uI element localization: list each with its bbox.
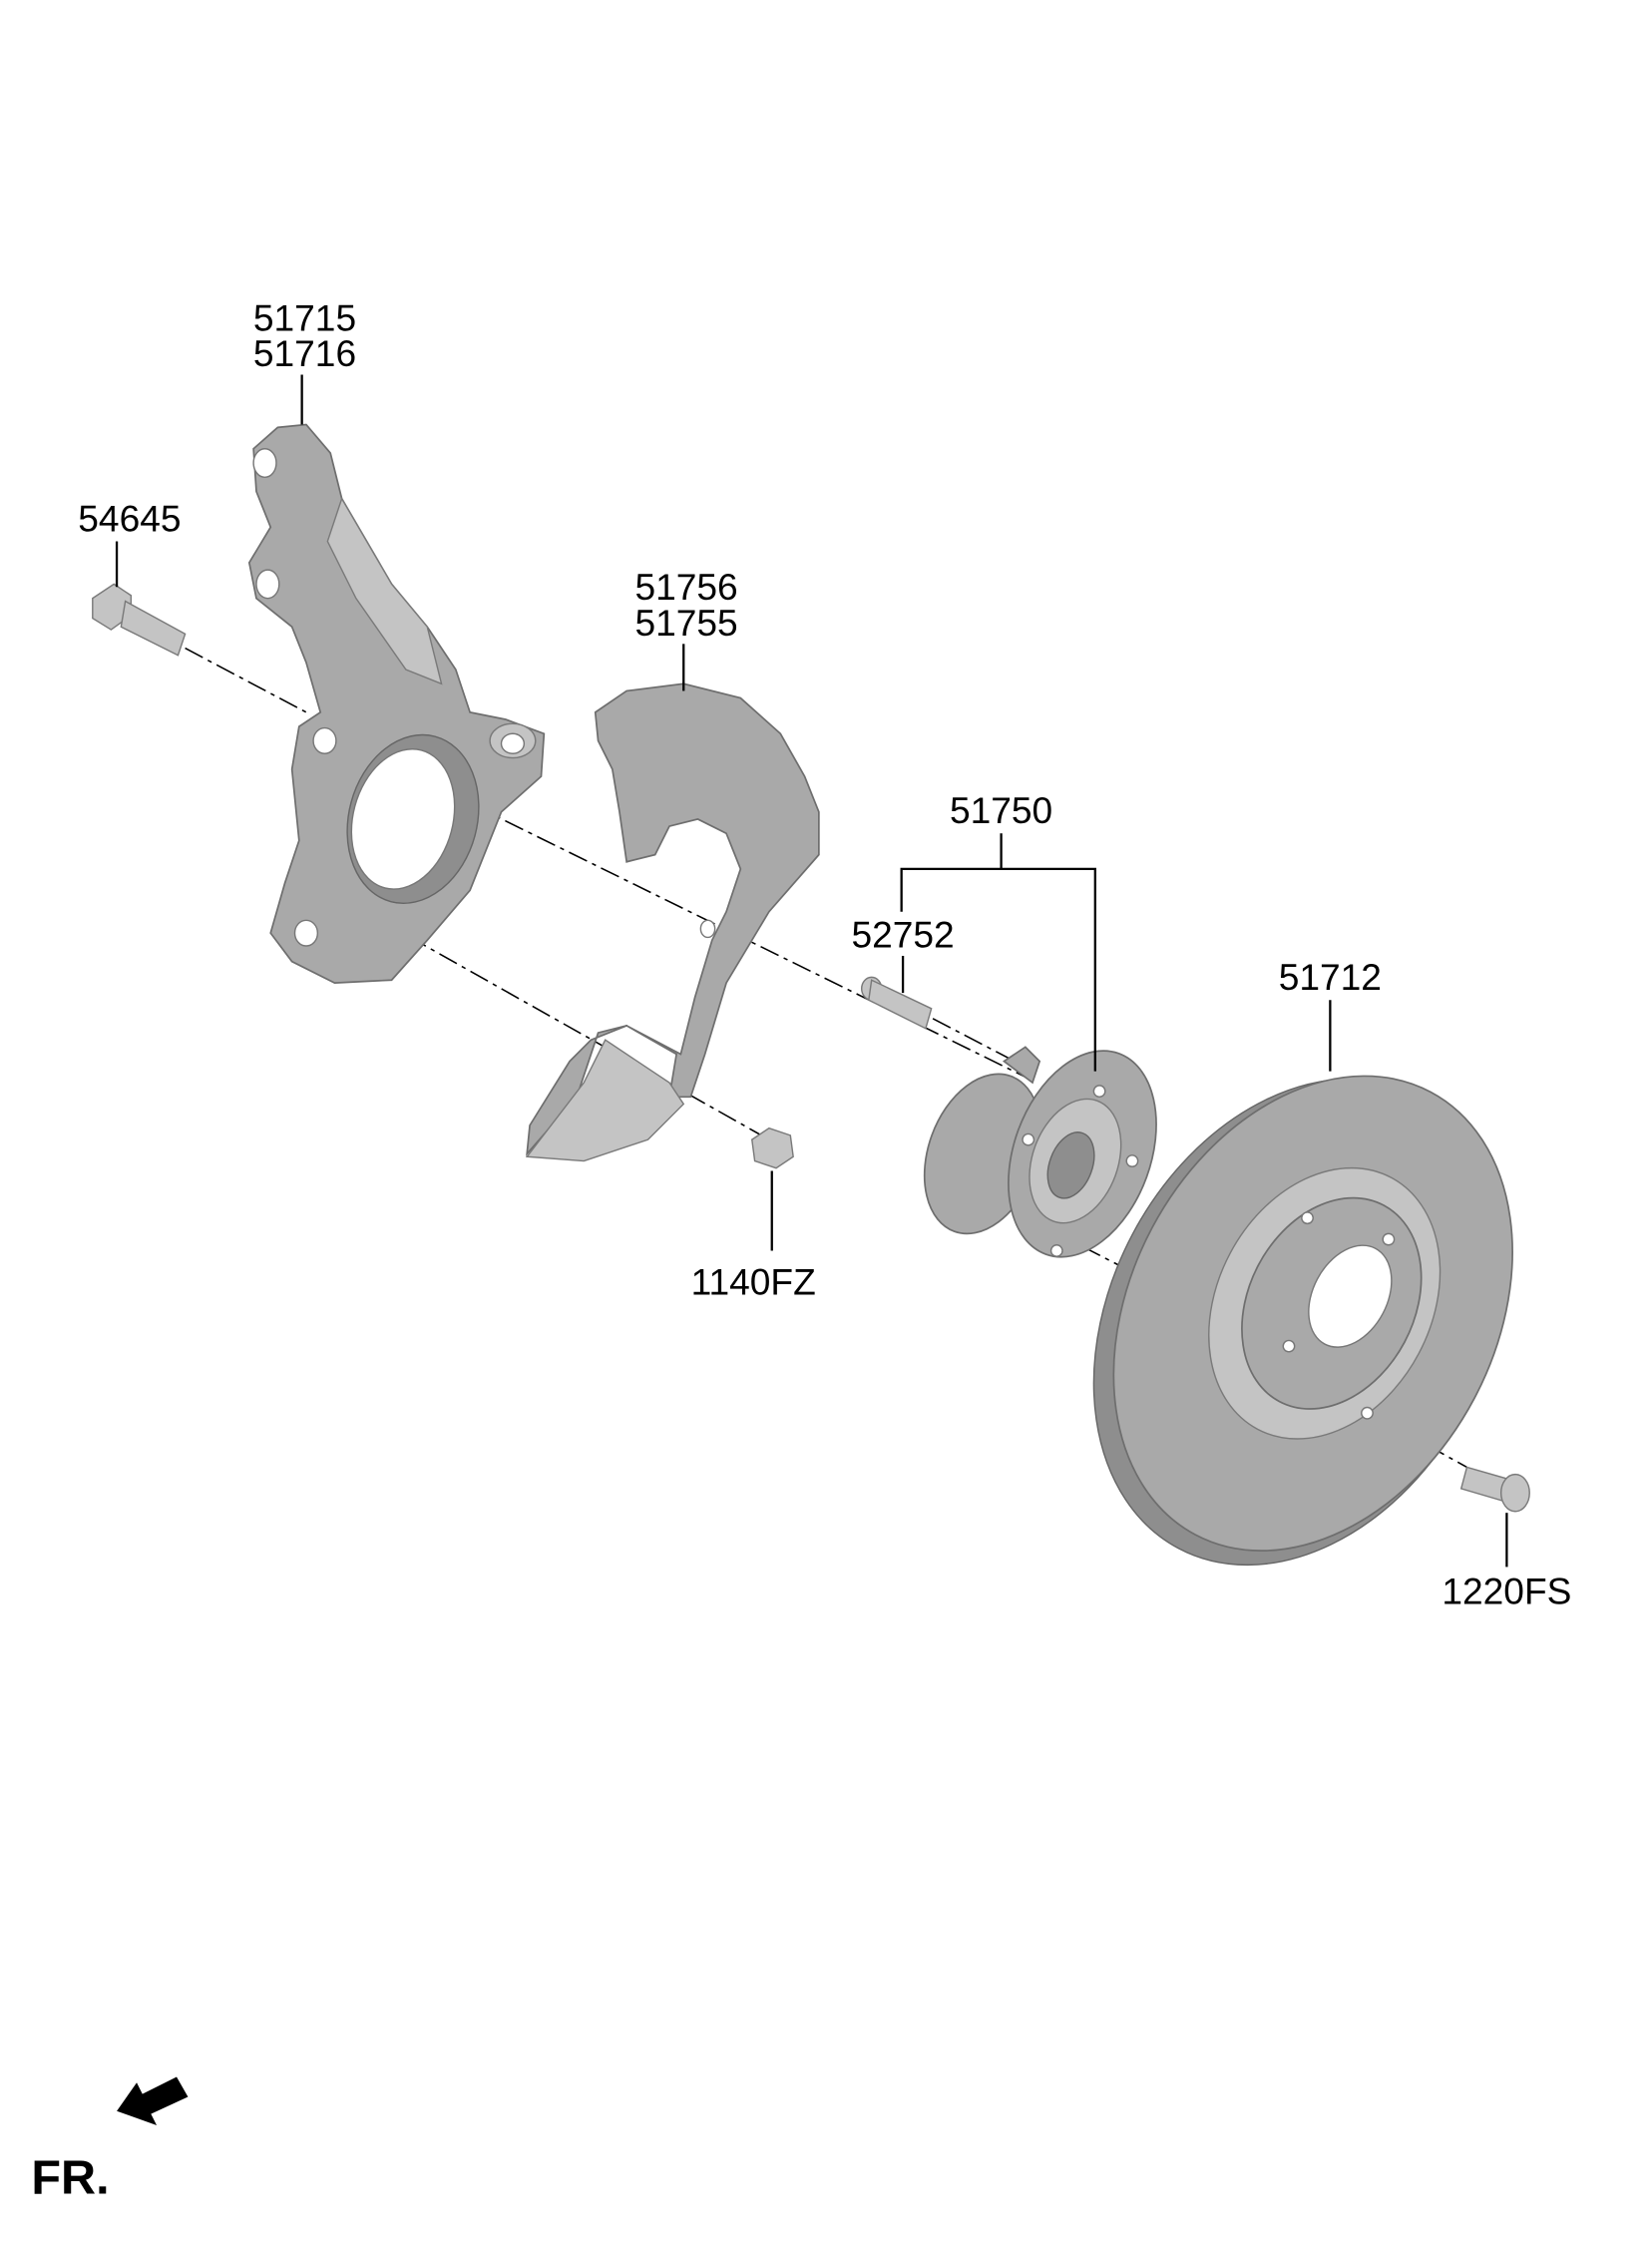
label-51716: 51716 (253, 332, 356, 374)
label-54645: 54645 (78, 498, 181, 540)
label-51755: 51755 (634, 602, 737, 644)
front-indicator: FR. (31, 2076, 189, 2205)
front-label: FR. (31, 2151, 109, 2205)
dust-cover (525, 682, 820, 1162)
knuckle-bolt (92, 583, 187, 657)
label-51715: 51715 (253, 296, 356, 338)
steering-knuckle (247, 423, 546, 984)
label-51756: 51756 (634, 566, 737, 608)
label-51712: 51712 (1279, 956, 1382, 998)
front-arrow-icon (117, 2076, 189, 2126)
disc-screw (1459, 1466, 1530, 1513)
hub-assembly (923, 1046, 1157, 1258)
label-1140FZ: 1140FZ (691, 1261, 816, 1303)
label-51750: 51750 (950, 789, 1052, 831)
label-1220FS: 1220FS (1442, 1571, 1571, 1612)
brake-disc (1092, 1075, 1513, 1567)
cover-bolt (750, 1127, 794, 1169)
hub-bolt (860, 976, 933, 1030)
label-52752: 52752 (851, 913, 954, 955)
